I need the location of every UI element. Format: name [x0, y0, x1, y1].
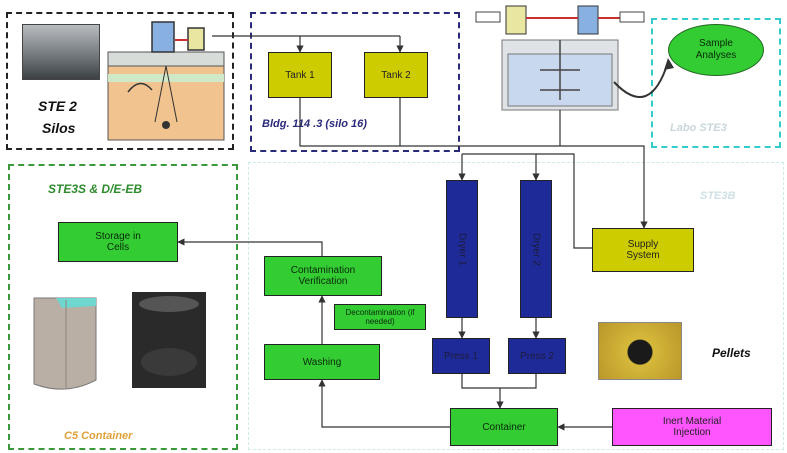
flow-connectors [0, 0, 787, 453]
flow-diagram: STE 2 Silos Sample Analyses Labo STE3 Ta… [0, 0, 787, 453]
